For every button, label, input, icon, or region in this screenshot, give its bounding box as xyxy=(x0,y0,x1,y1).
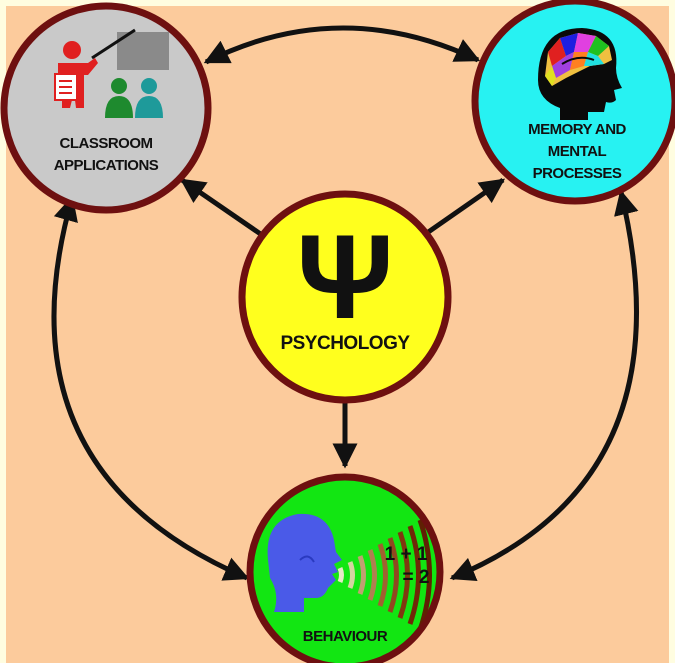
node-memory-mental-processes: MEMORY AND MENTAL PROCESSES xyxy=(471,0,675,205)
node-psychology: Ψ PSYCHOLOGY xyxy=(238,190,452,404)
arrow-classroom-memory xyxy=(203,25,481,65)
node-behaviour: 1 + 1 = 2 BEHAVIOUR xyxy=(246,473,444,663)
arrow-classroom-behaviour xyxy=(51,195,250,581)
connector-arrows xyxy=(51,25,639,581)
arrow-memory-behaviour xyxy=(449,189,639,581)
classroom-label-line2: APPLICATIONS xyxy=(54,157,159,174)
speaking-head-icon xyxy=(267,513,342,612)
equation-line1: 1 + 1 xyxy=(385,544,428,565)
classroom-label-line1: CLASSROOM xyxy=(60,135,153,152)
psychology-label: PSYCHOLOGY xyxy=(280,333,410,354)
psi-symbol: Ψ xyxy=(296,210,393,344)
memory-label-line2: MENTAL xyxy=(548,143,607,160)
memory-label-line1: MEMORY AND xyxy=(528,121,626,138)
head-with-colorful-brain-icon xyxy=(538,28,622,120)
equation-line2: = 2 xyxy=(403,567,430,588)
behaviour-label: BEHAVIOUR xyxy=(303,628,388,645)
arrow-psychology-memory xyxy=(422,177,506,238)
teacher-at-board-icon xyxy=(54,28,169,118)
arrow-psychology-classroom xyxy=(179,177,264,238)
node-classroom-applications: CLASSROOM APPLICATIONS xyxy=(0,2,212,214)
memory-label-line3: PROCESSES xyxy=(533,165,622,182)
sound-waves xyxy=(337,519,432,631)
